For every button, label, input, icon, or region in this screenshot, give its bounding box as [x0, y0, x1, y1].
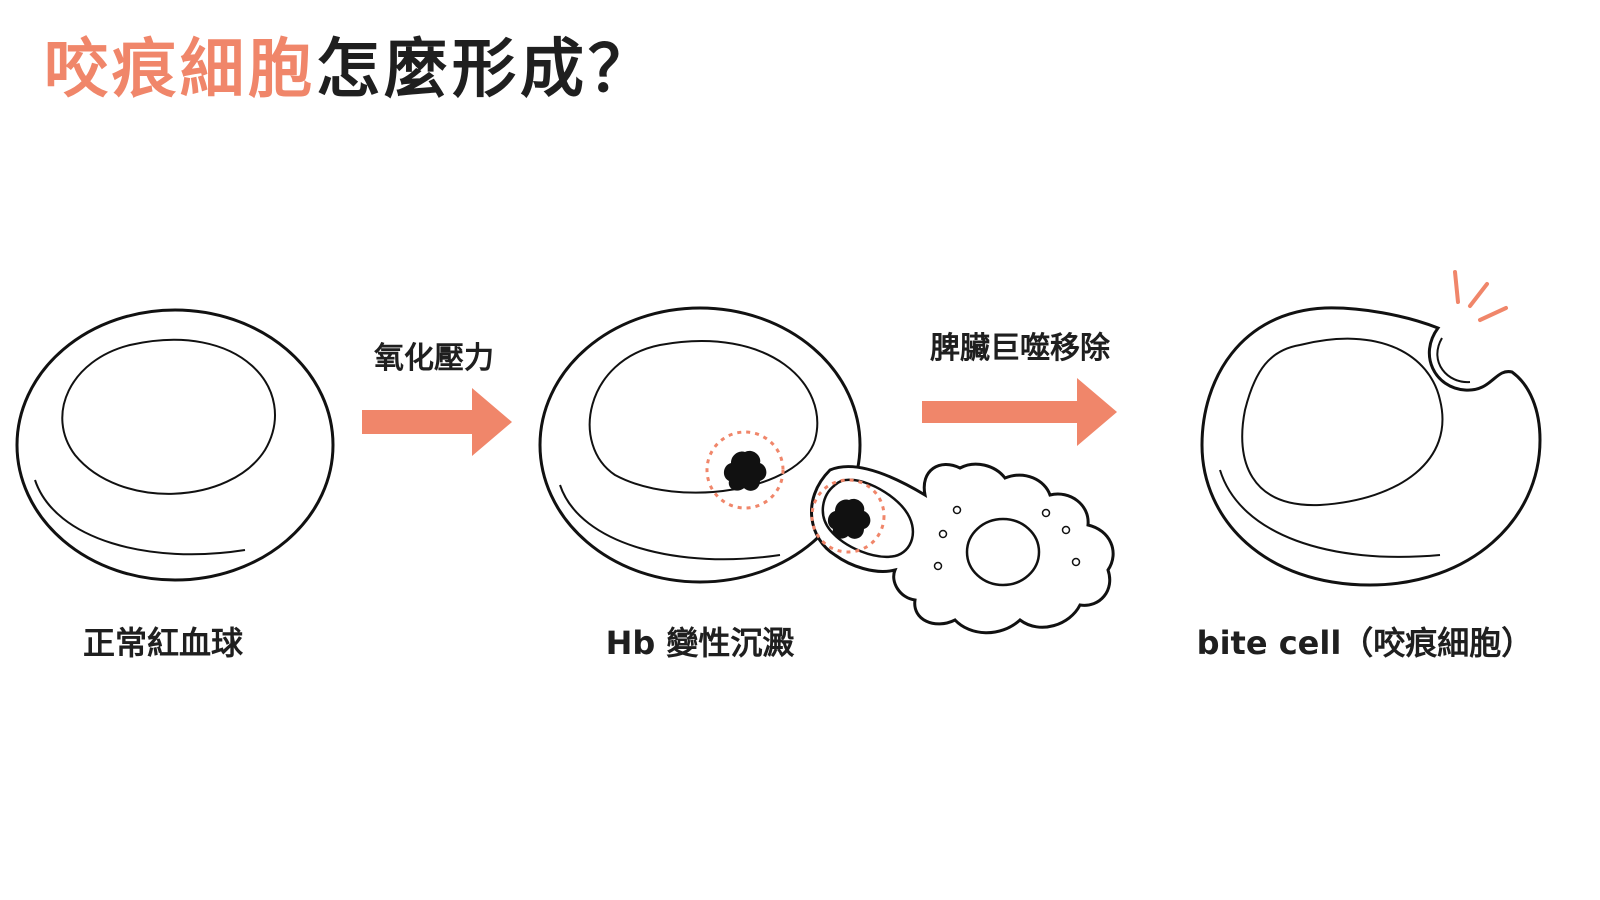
heinz-body [723, 450, 767, 491]
macrophage-granule-5 [1061, 525, 1071, 535]
engulfed-fragment-ring [810, 478, 886, 554]
normal-rbc-outline [15, 308, 335, 582]
macrophage-nucleus [965, 517, 1041, 587]
macrophage-granule-2 [938, 529, 948, 539]
macrophage-granule-4 [1041, 508, 1051, 518]
page-title: 咬痕細胞怎麼形成？ [44, 30, 656, 110]
bite-cell [1200, 270, 1542, 587]
heinz-body-rbc-cell [538, 306, 862, 584]
macrophage-granule-1 [952, 505, 962, 515]
bite-mark-burst-2 [1468, 282, 1489, 308]
heinz-body-highlight-ring [705, 430, 785, 510]
arrow-1-label: 氧化壓力 [374, 341, 494, 376]
bite-cell-inner-rim [1241, 337, 1444, 507]
stage-1-caption: 正常紅血球 [83, 624, 244, 662]
bite-cell-lower-shade [1219, 469, 1441, 558]
arrow-2-label: 脾臟巨噬移除 [930, 331, 1111, 366]
macrophage [810, 462, 1115, 635]
stage-3-caption: bite cell（咬痕細胞） [1197, 624, 1534, 662]
arrow-2-shape [922, 378, 1117, 446]
title-rest: 怎麼形成？ [316, 33, 656, 107]
normal-rbc-cell [15, 308, 335, 582]
engulfed-heinz-body [827, 498, 871, 539]
bite-mark-burst-1 [1453, 270, 1460, 304]
bite-mark-burst-3 [1478, 306, 1508, 322]
bite-cell-bite-edge [1436, 337, 1471, 384]
macrophage-engulfing-arm [821, 478, 915, 559]
title-highlight: 咬痕細胞 [44, 33, 316, 107]
macrophage-granule-6 [1071, 557, 1081, 567]
stage-2-caption: Hb 變性沉澱 [606, 624, 795, 662]
heinz-rbc-lower-shade [559, 484, 781, 561]
heinz-rbc-outline [538, 306, 862, 584]
macrophage-outline [810, 462, 1115, 635]
normal-rbc-inner-rim [61, 338, 276, 495]
arrow-oxidative-stress: 氧化壓力 [362, 341, 512, 456]
arrow-1-shape [362, 388, 512, 456]
bite-cell-outline [1200, 306, 1542, 587]
macrophage-granule-3 [933, 561, 943, 571]
arrow-splenic-removal: 脾臟巨噬移除 [922, 331, 1117, 446]
normal-rbc-lower-shade [34, 479, 246, 556]
